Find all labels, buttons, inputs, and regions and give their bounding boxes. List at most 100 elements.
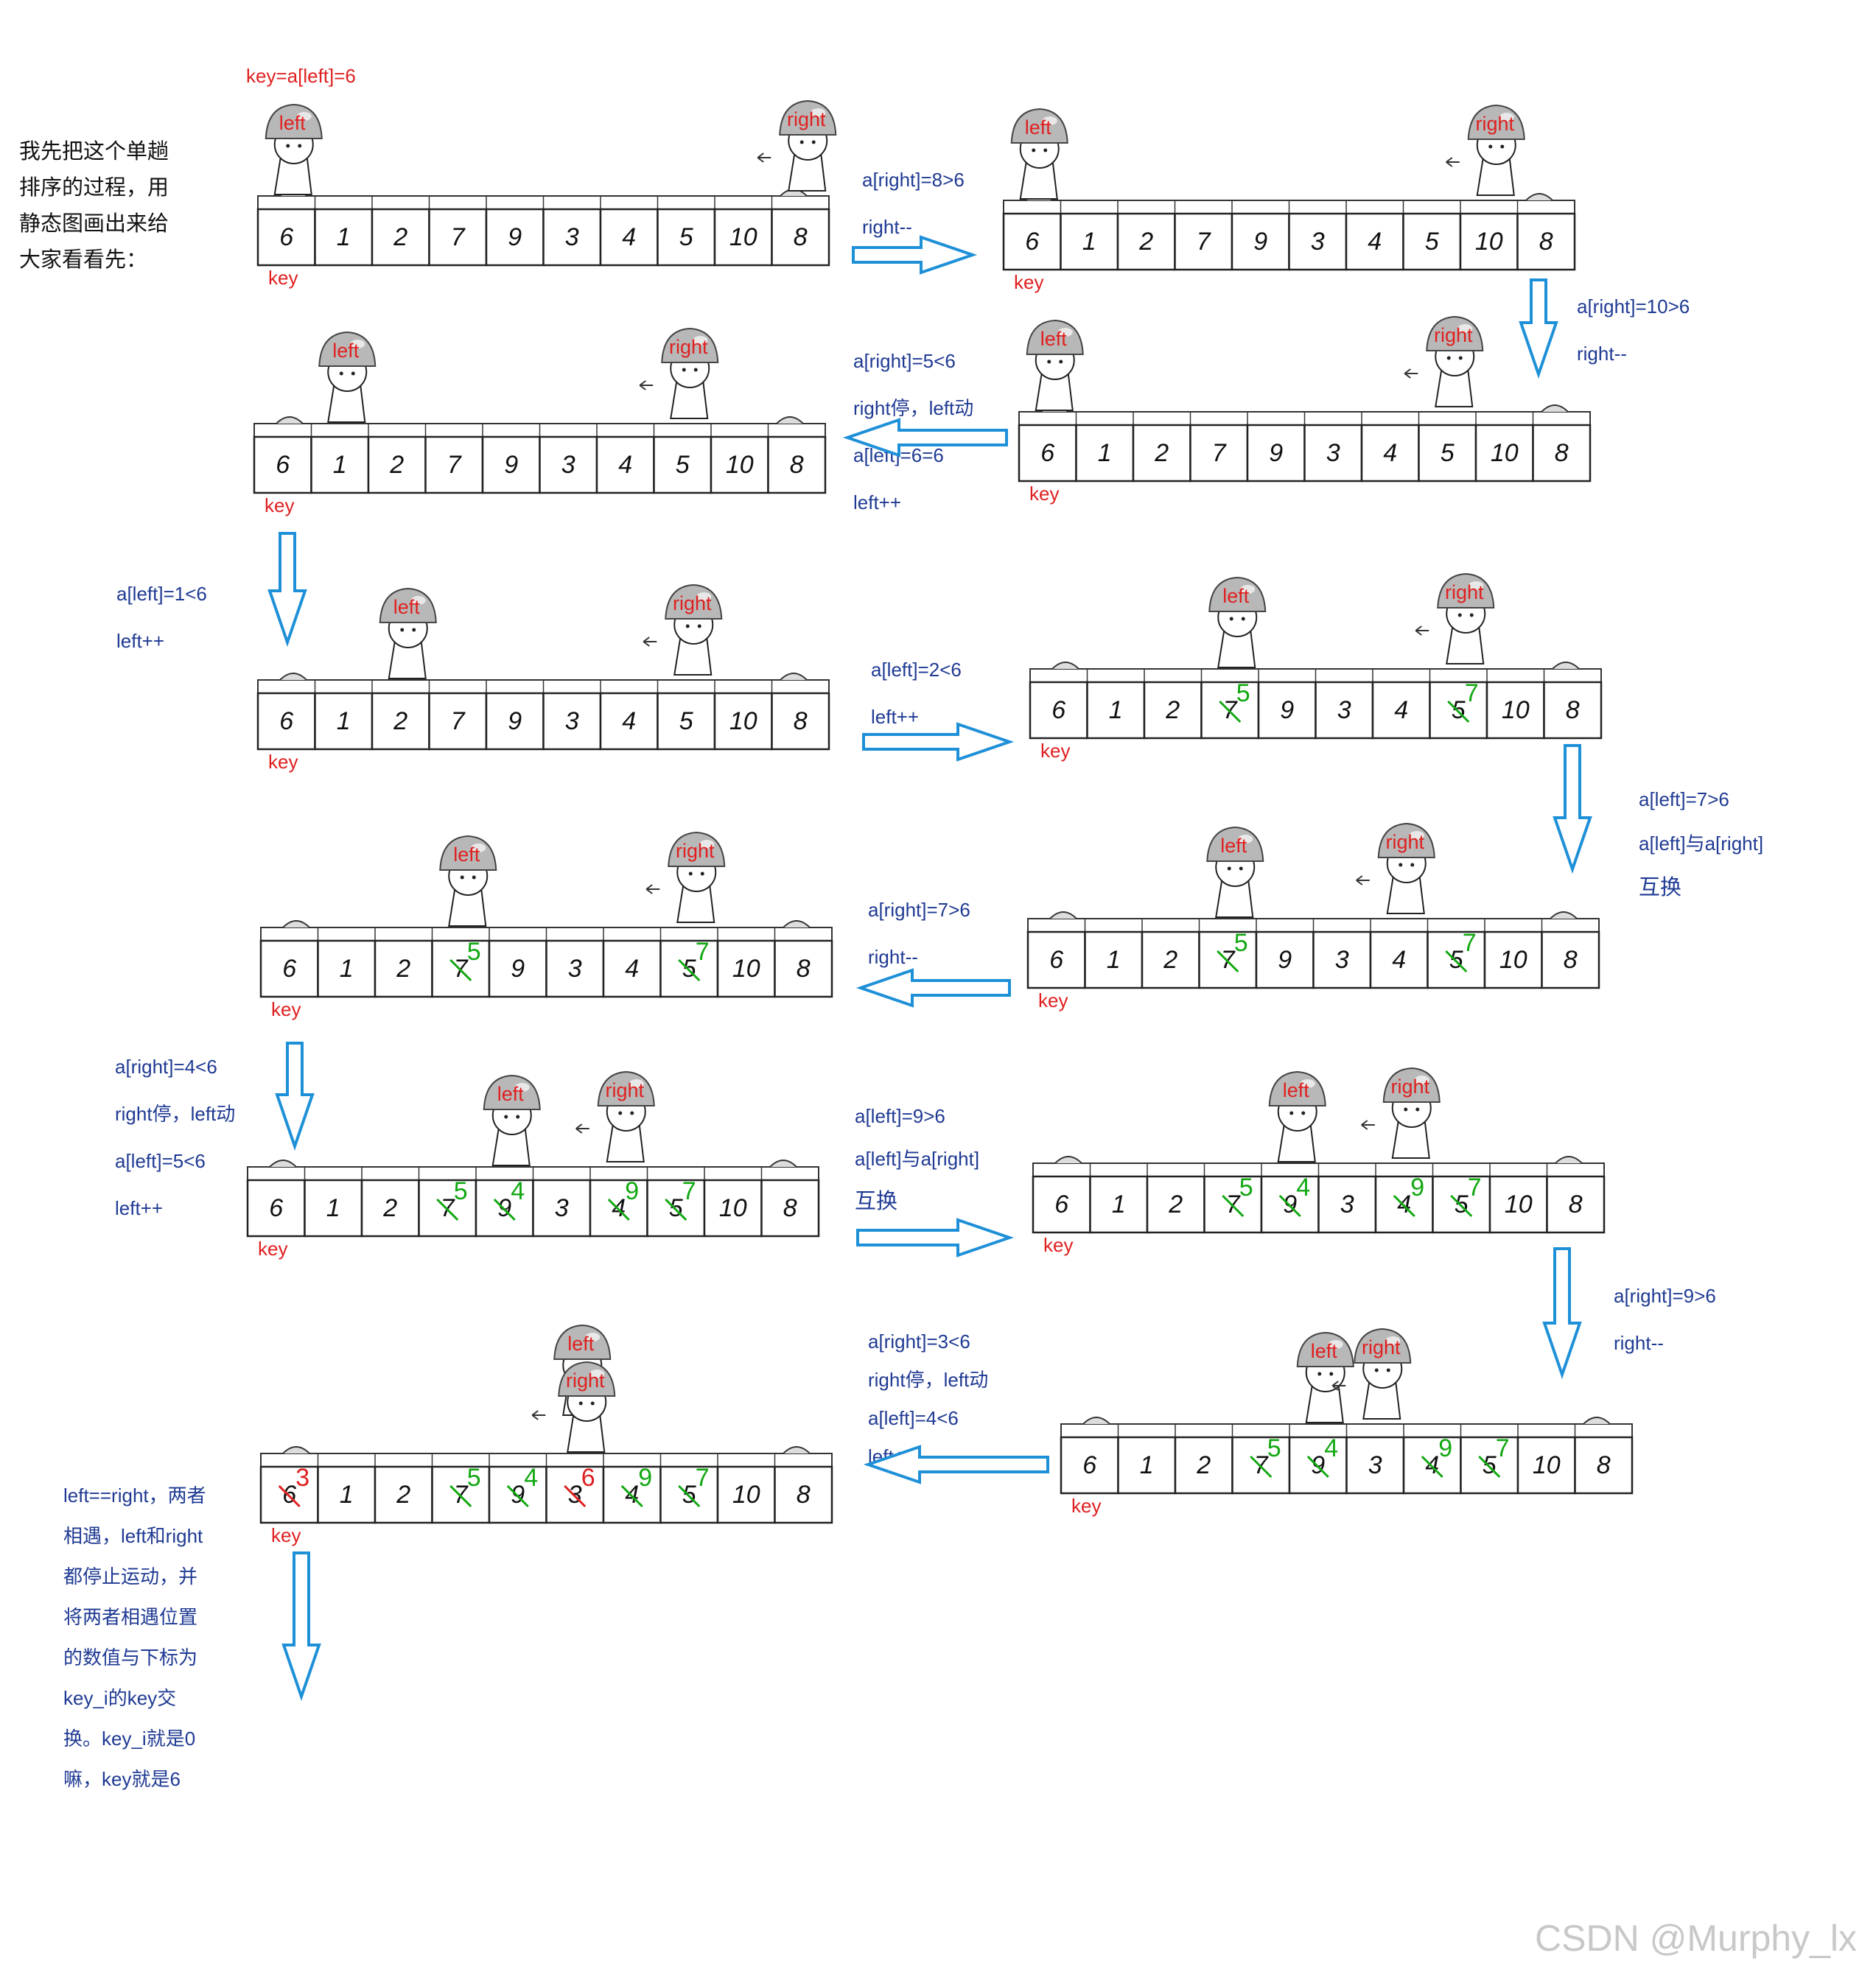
annotation-line: right-- xyxy=(862,216,912,238)
cell-value: 8 xyxy=(783,1194,797,1222)
cell-value: 2 xyxy=(396,955,410,983)
annotation-line: 嘛，key就是6 xyxy=(63,1768,181,1790)
strike-mark xyxy=(506,1484,529,1508)
body-icon xyxy=(1035,373,1074,411)
cell-value: 3 xyxy=(568,955,582,983)
eye-icon xyxy=(1229,617,1233,621)
key-label: key xyxy=(265,494,294,516)
helmet-shine-icon xyxy=(296,112,312,121)
flow-arrow-down xyxy=(275,1042,315,1151)
cell-value: 7 xyxy=(451,707,466,735)
annotation-line: a[right]=9>6 xyxy=(1614,1285,1716,1307)
array-cell xyxy=(657,208,716,267)
cell-value: 1 xyxy=(340,1481,354,1509)
arrow-left-icon xyxy=(1415,625,1429,636)
left-label: left xyxy=(1283,1079,1310,1101)
step-11: 612759434957108keyleftright xyxy=(1060,1328,1634,1517)
right-character: right xyxy=(665,583,723,676)
cell-value: 1 xyxy=(1140,1451,1154,1479)
cell-value: 2 xyxy=(393,707,407,735)
left-character: left xyxy=(379,587,437,679)
body-icon xyxy=(388,641,427,679)
eye-icon xyxy=(1415,1107,1420,1112)
step-10: 612759434957108keyleftright xyxy=(1032,1067,1606,1256)
ledge-bump xyxy=(1525,193,1553,201)
ledge-bump xyxy=(1082,1417,1110,1425)
right-character: right xyxy=(1467,104,1525,196)
cell-value: 10 xyxy=(1502,696,1530,724)
ledge-bump xyxy=(276,416,304,424)
eye-icon xyxy=(1301,1111,1306,1115)
cell-value: 1 xyxy=(337,707,351,735)
corrected-value: 5 xyxy=(1267,1434,1281,1462)
strike-mark xyxy=(1306,1455,1329,1479)
intro-line: 排序的过程，用 xyxy=(19,176,169,200)
array-cell xyxy=(716,1465,776,1524)
array-cell xyxy=(602,939,662,998)
array-cell xyxy=(475,1179,534,1238)
step-7: 6127593457108keyleftright xyxy=(259,831,833,1020)
left-label: left xyxy=(279,112,307,134)
eye-icon xyxy=(618,1111,623,1115)
cell-value: 5 xyxy=(676,451,690,479)
array-cell xyxy=(710,435,769,494)
cell-value: 4 xyxy=(622,707,636,735)
array-cell xyxy=(424,435,484,494)
array-cell xyxy=(774,939,833,998)
cell-value: 6 xyxy=(1049,946,1063,974)
body-icon xyxy=(670,381,709,419)
cell-value: 7 xyxy=(1254,1451,1269,1479)
helmet-shine-icon xyxy=(585,1333,601,1342)
array-cell xyxy=(317,939,377,998)
right-label: right xyxy=(566,1369,605,1392)
left-character: left xyxy=(1026,319,1084,411)
strike-mark xyxy=(1250,1455,1273,1479)
cell-value: 4 xyxy=(1383,439,1397,467)
eye-icon xyxy=(286,144,290,148)
intro-line: 大家看看先： xyxy=(19,248,148,272)
body-icon xyxy=(273,157,312,195)
flow-arrow-right xyxy=(862,722,1015,762)
right-label: right xyxy=(1362,1336,1401,1358)
strike-mark xyxy=(1278,1194,1301,1218)
annotation-line: 的数值与下标为 xyxy=(63,1646,198,1669)
eye-icon xyxy=(1241,617,1245,621)
key-formula: key=a[left]=6 xyxy=(246,65,356,87)
right-character: right xyxy=(1377,822,1435,914)
cell-value: 2 xyxy=(1163,946,1177,974)
array-cell xyxy=(1474,424,1534,483)
annotation-step3: a[right]=5<6 right停，left动 a[left]=6=6 le… xyxy=(853,337,973,526)
annotation-line: key_i的key交 xyxy=(63,1687,177,1709)
helmet-shine-icon xyxy=(1300,1079,1315,1088)
cell-value: 6 xyxy=(1040,439,1054,467)
cell-value: 8 xyxy=(1569,1190,1583,1218)
eye-icon xyxy=(700,871,704,876)
cell-value: 7 xyxy=(451,223,466,251)
eye-icon xyxy=(1410,863,1415,867)
annotation-line: a[left]=9>6 xyxy=(855,1105,945,1127)
array-cell xyxy=(1084,930,1144,989)
cell-value: 4 xyxy=(622,223,636,251)
arrow-left-icon xyxy=(757,152,771,163)
annotation-step7: a[right]=7>6 right-- xyxy=(868,886,970,981)
corrected-value: 7 xyxy=(696,938,710,966)
array-cell xyxy=(1116,212,1176,271)
cell-value: 4 xyxy=(625,955,639,983)
cell-value: 8 xyxy=(794,223,808,251)
eye-icon xyxy=(1458,356,1463,360)
helmet-shine-icon xyxy=(699,840,715,849)
body-icon xyxy=(327,385,366,423)
cell-value: 3 xyxy=(561,451,575,479)
array-cell xyxy=(1488,1175,1548,1234)
strike-mark xyxy=(1421,1455,1443,1479)
eye-icon xyxy=(412,628,416,632)
body-icon xyxy=(1019,161,1058,200)
annotation-line: right-- xyxy=(1577,343,1627,365)
flow-arrow-down xyxy=(1519,278,1558,379)
annotation-line: a[right]=5<6 xyxy=(853,350,956,372)
ledge-bump xyxy=(783,1446,811,1454)
ledge-bump xyxy=(783,920,811,928)
ledge-bump xyxy=(1583,1417,1611,1425)
